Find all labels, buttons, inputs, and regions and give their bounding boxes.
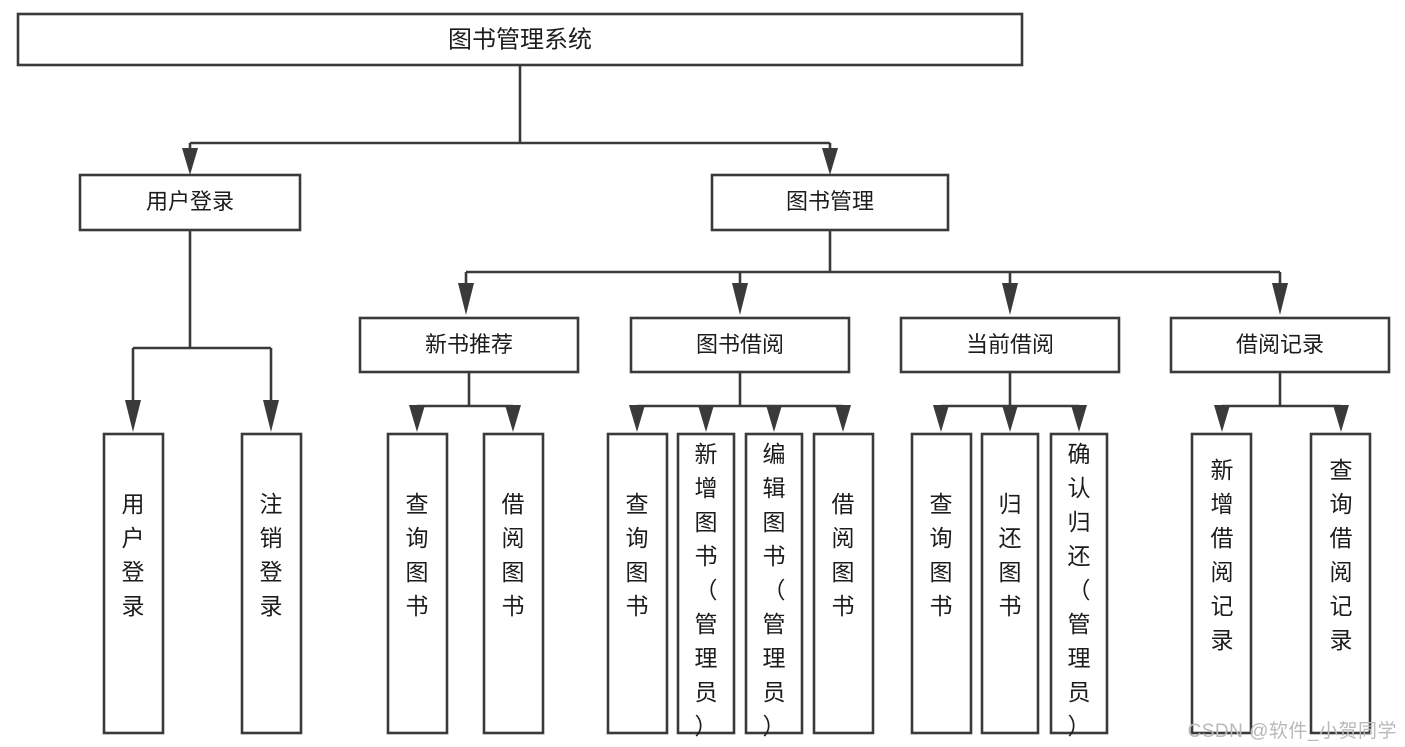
- leaf-current-borrow-1-box[interactable]: [980, 432, 1040, 735]
- connector-user-login-to-leaves: [125, 230, 279, 432]
- arrow-head-to-current-borrow: [1002, 283, 1018, 315]
- node-user-login[interactable]: 用户登录: [78, 173, 302, 232]
- arrow-head-leaf-new-book-1: [505, 405, 521, 432]
- arrow-head-leaf-book-borrow-2: [766, 405, 782, 432]
- arrow-head-leaf-current-borrow-2: [1071, 405, 1087, 432]
- arrow-head-to-book-borrow: [732, 283, 748, 315]
- arrow-head-leaf-book-borrow-1: [698, 405, 714, 432]
- leaf-user-login-0-box[interactable]: [102, 432, 165, 735]
- arrow-head-to-borrow-records: [1272, 283, 1288, 315]
- leaf-user-login-1[interactable]: 注销登录: [240, 432, 303, 735]
- leaf-user-login-0-label: 用户登录: [122, 491, 145, 619]
- connector-book-manage-to-level2: [458, 230, 1288, 315]
- connector-borrow-records-to-leaves: [1214, 372, 1349, 432]
- leaf-user-login-1-box[interactable]: [240, 432, 303, 735]
- leaf-current-borrow-2-label: 确认归还（管理员）: [1068, 441, 1091, 739]
- node-book-borrow-label: 图书借阅: [696, 332, 784, 357]
- node-current-borrow-box[interactable]: [899, 316, 1121, 374]
- leaf-borrow-records-0-label: 新增借阅记录: [1211, 457, 1234, 653]
- leaf-current-borrow-2[interactable]: 确认归还（管理员）: [1049, 432, 1109, 739]
- arrow-head-leaf-user-login-1: [263, 400, 279, 432]
- leaf-borrow-records-1[interactable]: 查询借阅记录: [1309, 432, 1372, 735]
- leaf-current-borrow-0[interactable]: 查询图书: [910, 432, 973, 735]
- arrow-head-to-book-manage: [822, 148, 838, 175]
- leaf-new-book-1[interactable]: 借阅图书: [482, 432, 545, 735]
- leaf-book-borrow-2-box[interactable]: [744, 432, 804, 735]
- arrow-head-leaf-book-borrow-3: [835, 405, 851, 432]
- leaf-borrow-records-0-box[interactable]: [1190, 432, 1253, 735]
- connector-root-to-level1: [182, 65, 838, 175]
- leaf-book-borrow-0[interactable]: 查询图书: [606, 432, 669, 735]
- connector-book-borrow-to-leaves: [629, 372, 851, 432]
- leaf-book-borrow-2[interactable]: 编辑图书（管理员）: [744, 432, 804, 739]
- leaf-new-book-0[interactable]: 查询图书: [386, 432, 449, 735]
- leaf-book-borrow-3-box[interactable]: [812, 432, 875, 735]
- arrow-head-to-user-login: [182, 148, 198, 175]
- arrow-head-leaf-current-borrow-0: [933, 405, 949, 432]
- node-user-login-label: 用户登录: [146, 189, 234, 214]
- leaf-book-borrow-3-label: 借阅图书: [832, 491, 855, 619]
- leaf-new-book-1-label: 借阅图书: [502, 491, 525, 619]
- arrow-head-leaf-book-borrow-0: [629, 405, 645, 432]
- node-new-book-recommend[interactable]: 新书推荐: [358, 316, 580, 374]
- arrow-head-leaf-new-book-0: [409, 405, 425, 432]
- node-book-manage-box[interactable]: [710, 173, 950, 232]
- node-book-borrow-box[interactable]: [629, 316, 851, 374]
- leaf-book-borrow-2-label: 编辑图书（管理员）: [763, 441, 786, 739]
- node-current-borrow[interactable]: 当前借阅: [899, 316, 1121, 374]
- arrow-head-leaf-borrow-records-0: [1214, 405, 1230, 432]
- leaf-new-book-0-label: 查询图书: [406, 491, 429, 619]
- arrow-head-leaf-borrow-records-1: [1333, 405, 1349, 432]
- leaf-book-borrow-1[interactable]: 新增图书（管理员）: [676, 432, 736, 739]
- leaf-new-book-1-box[interactable]: [482, 432, 545, 735]
- leaf-borrow-records-1-label: 查询借阅记录: [1330, 457, 1353, 653]
- node-root[interactable]: 图书管理系统: [16, 12, 1024, 67]
- leaf-book-borrow-3[interactable]: 借阅图书: [812, 432, 875, 735]
- node-root-box[interactable]: [16, 12, 1024, 67]
- leaf-current-borrow-2-box[interactable]: [1049, 432, 1109, 735]
- leaf-borrow-records-1-box[interactable]: [1309, 432, 1372, 735]
- leaf-user-login-1-label: 注销登录: [260, 491, 283, 619]
- node-current-borrow-label: 当前借阅: [966, 332, 1054, 357]
- leaf-book-borrow-1-label: 新增图书（管理员）: [695, 441, 718, 739]
- node-new-book-recommend-label: 新书推荐: [425, 332, 513, 357]
- leaf-current-borrow-0-box[interactable]: [910, 432, 973, 735]
- node-book-borrow[interactable]: 图书借阅: [629, 316, 851, 374]
- connector-new-book-to-leaves: [409, 372, 521, 432]
- arrow-head-to-new-book: [458, 283, 474, 315]
- node-borrow-records-box[interactable]: [1169, 316, 1391, 374]
- node-book-manage[interactable]: 图书管理: [710, 173, 950, 232]
- leaf-book-borrow-0-label: 查询图书: [626, 491, 649, 619]
- arrow-head-leaf-user-login-0: [125, 400, 141, 432]
- arrow-head-leaf-current-borrow-1: [1002, 405, 1018, 432]
- node-borrow-records[interactable]: 借阅记录: [1169, 316, 1391, 374]
- leaf-borrow-records-0[interactable]: 新增借阅记录: [1190, 432, 1253, 735]
- leaf-new-book-0-box[interactable]: [386, 432, 449, 735]
- node-borrow-records-label: 借阅记录: [1236, 332, 1324, 357]
- leaf-current-borrow-1[interactable]: 归还图书: [980, 432, 1040, 735]
- node-new-book-recommend-box[interactable]: [358, 316, 580, 374]
- leaf-book-borrow-1-box[interactable]: [676, 432, 736, 735]
- leaf-book-borrow-0-box[interactable]: [606, 432, 669, 735]
- node-root-label: 图书管理系统: [448, 26, 592, 53]
- leaf-current-borrow-0-label: 查询图书: [930, 491, 953, 619]
- node-book-manage-label: 图书管理: [786, 189, 874, 214]
- connector-current-borrow-to-leaves: [933, 372, 1087, 432]
- leaf-user-login-0[interactable]: 用户登录: [102, 432, 165, 735]
- leaf-current-borrow-1-label: 归还图书: [999, 491, 1022, 619]
